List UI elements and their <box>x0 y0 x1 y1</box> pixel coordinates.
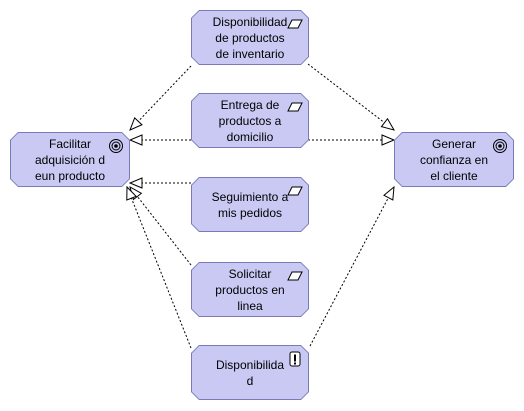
node-label: Solicitar productos en linea <box>215 266 285 313</box>
node-label: Disponibilida d <box>215 357 285 388</box>
node-solicitar-productos[interactable]: Solicitar productos en linea <box>191 262 309 317</box>
node-facilitar-adquisicion[interactable]: Facilitar adquisición d eun producto <box>10 132 130 187</box>
exclamation-icon <box>287 351 303 367</box>
node-label: Seguimiento a mis pedidos <box>211 189 289 220</box>
edge-disponibilidad-to-generar <box>309 187 394 347</box>
parallelogram-icon <box>287 183 303 199</box>
parallelogram-icon <box>287 16 303 32</box>
edge-disponibilidad-productos-to-facilitar <box>130 65 192 130</box>
node-disponibilidad[interactable]: Disponibilida d <box>191 345 309 400</box>
node-label: Facilitar adquisición d eun producto <box>34 136 106 183</box>
node-label: Entrega de productos a domicilio <box>218 97 282 144</box>
node-seguimiento-pedidos[interactable]: Seguimiento a mis pedidos <box>191 177 309 232</box>
target-icon <box>492 138 508 154</box>
edge-disponibilidad-productos-to-generar <box>307 63 394 130</box>
node-disponibilidad-productos[interactable]: Disponibilidad de productos de inventari… <box>191 10 309 65</box>
node-label: Generar confianza en el cliente <box>419 136 489 183</box>
node-generar-confianza[interactable]: Generar confianza en el cliente <box>394 132 514 187</box>
edge-solicitar-to-facilitar <box>130 187 192 266</box>
edge-disponibilidad-to-facilitar <box>127 187 192 349</box>
target-icon <box>108 138 124 154</box>
parallelogram-icon <box>287 99 303 115</box>
parallelogram-icon <box>287 268 303 284</box>
node-entrega-domicilio[interactable]: Entrega de productos a domicilio <box>191 93 309 148</box>
node-label: Disponibilidad de productos de inventari… <box>212 14 288 61</box>
